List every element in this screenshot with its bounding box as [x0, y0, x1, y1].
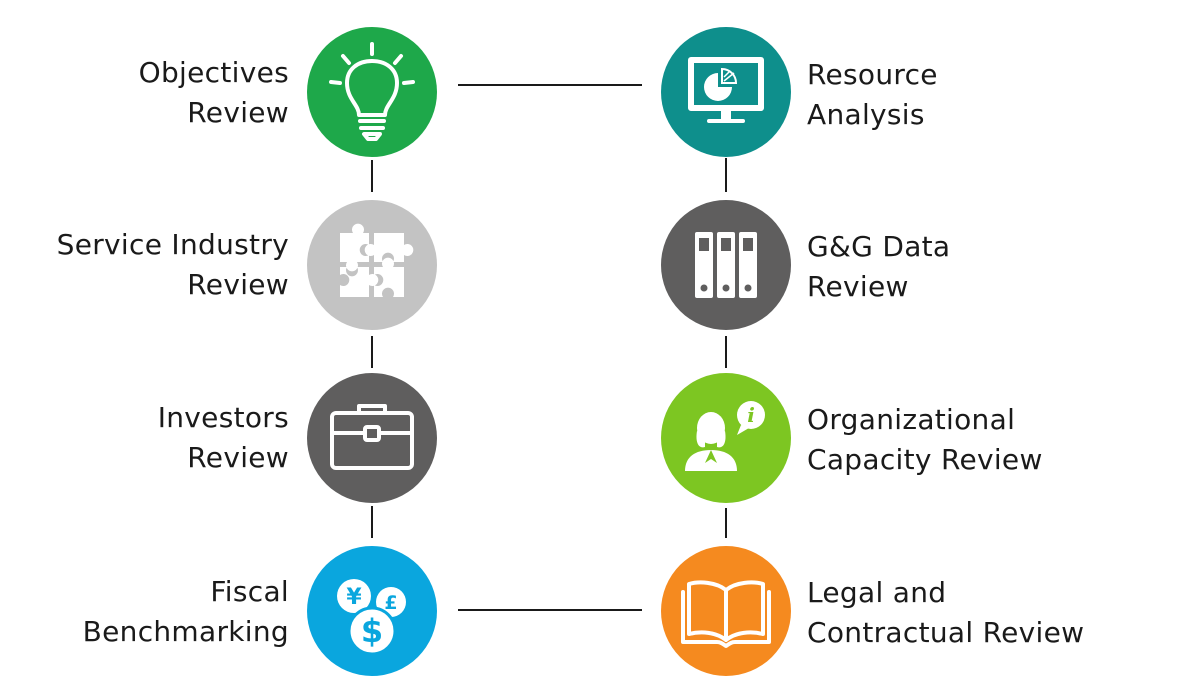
- connector-left-2: [371, 336, 373, 368]
- connector-left-1: [371, 160, 373, 192]
- objectives-node: [307, 27, 437, 157]
- investors-label: Investors Review: [157, 401, 289, 474]
- connector-left-3: [371, 506, 373, 538]
- open-book-icon: [681, 580, 771, 648]
- connector-right-1: [725, 158, 727, 192]
- svg-text:¥: ¥: [346, 585, 362, 610]
- svg-text:i: i: [747, 403, 755, 427]
- legal-label: Legal and Contractual Review: [807, 576, 1085, 649]
- lightbulb-icon: [329, 42, 415, 141]
- gg-data-node: [661, 200, 791, 330]
- binders-icon: [695, 232, 757, 298]
- organizational-label: Organizational Capacity Review: [807, 403, 1043, 476]
- svg-text:$: $: [361, 612, 383, 650]
- legal-node: [661, 546, 791, 676]
- service-industry-node: [307, 200, 437, 330]
- connector-fiscal-legal: [458, 609, 642, 611]
- organizational-node: i: [661, 373, 791, 503]
- resource-label: Resource Analysis: [807, 58, 938, 131]
- svg-text:£: £: [384, 592, 397, 614]
- puzzle-icon: [340, 223, 414, 297]
- connector-right-2: [725, 336, 727, 368]
- service-industry-label: Service Industry Review: [56, 228, 289, 301]
- connector-objectives-resource: [458, 84, 642, 86]
- briefcase-icon: [330, 404, 414, 470]
- objectives-label: Objectives Review: [138, 56, 289, 129]
- monitor-chart-icon: [688, 57, 764, 123]
- fiscal-label: Fiscal Benchmarking: [82, 575, 289, 648]
- resource-node: [661, 27, 791, 157]
- person-info-icon: i: [685, 401, 765, 471]
- fiscal-node: ¥ £ $: [307, 546, 437, 676]
- gg-data-label: G&G Data Review: [807, 230, 951, 303]
- connector-right-3: [725, 508, 727, 538]
- currency-coins-icon: ¥ £ $: [337, 579, 406, 656]
- investors-node: [307, 373, 437, 503]
